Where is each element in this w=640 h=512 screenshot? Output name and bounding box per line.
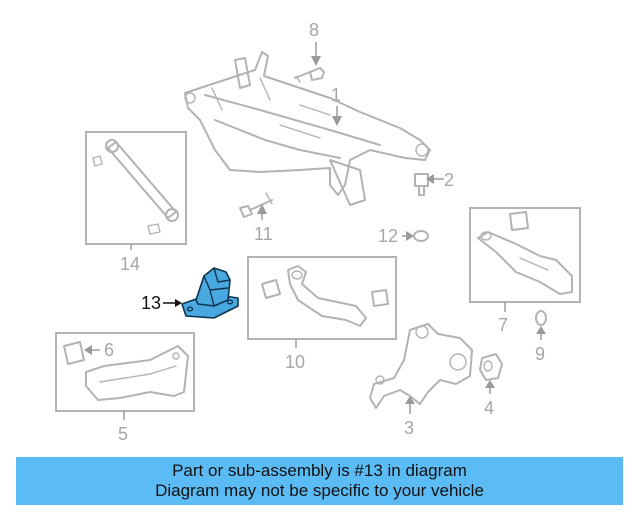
box-7 (469, 207, 581, 303)
washer-12 (413, 230, 429, 242)
callout-9: 9 (535, 344, 545, 364)
bolt-8 (294, 67, 325, 83)
callout-3: 3 (404, 418, 414, 438)
callout-2: 2 (444, 170, 454, 190)
box-14 (85, 131, 187, 245)
mount-13-highlighted (181, 267, 239, 319)
callout-14: 14 (120, 254, 140, 274)
banner-line-2: Diagram may not be specific to your vehi… (155, 481, 484, 500)
washer-9 (535, 310, 547, 326)
arm-10 (261, 265, 389, 327)
knuckle-3 (369, 323, 473, 409)
bushing-4 (479, 353, 503, 381)
callout-1: 1 (331, 85, 341, 105)
callout-4: 4 (484, 398, 494, 418)
parts-diagram: 8 1 2 11 12 14 1 (55, 20, 581, 444)
banner-line-1: Part or sub-assembly is #13 in diagram (172, 461, 467, 480)
bolt-11 (239, 192, 273, 218)
subframe-part (184, 51, 431, 206)
callout-12: 12 (378, 226, 398, 246)
link-14 (92, 139, 179, 235)
arm-7 (477, 211, 573, 295)
bolt-2 (414, 173, 429, 196)
box-10 (247, 256, 397, 340)
callout-6: 6 (104, 340, 114, 360)
callout-11: 11 (254, 224, 273, 244)
info-banner: Part or sub-assembly is #13 in diagram D… (16, 457, 623, 505)
box-5 (55, 332, 195, 412)
arm-5 (63, 341, 189, 401)
callout-7: 7 (498, 315, 508, 335)
callout-8: 8 (309, 20, 319, 40)
callout-13: 13 (141, 293, 161, 313)
callout-5: 5 (118, 424, 128, 444)
callout-10: 10 (285, 352, 305, 372)
